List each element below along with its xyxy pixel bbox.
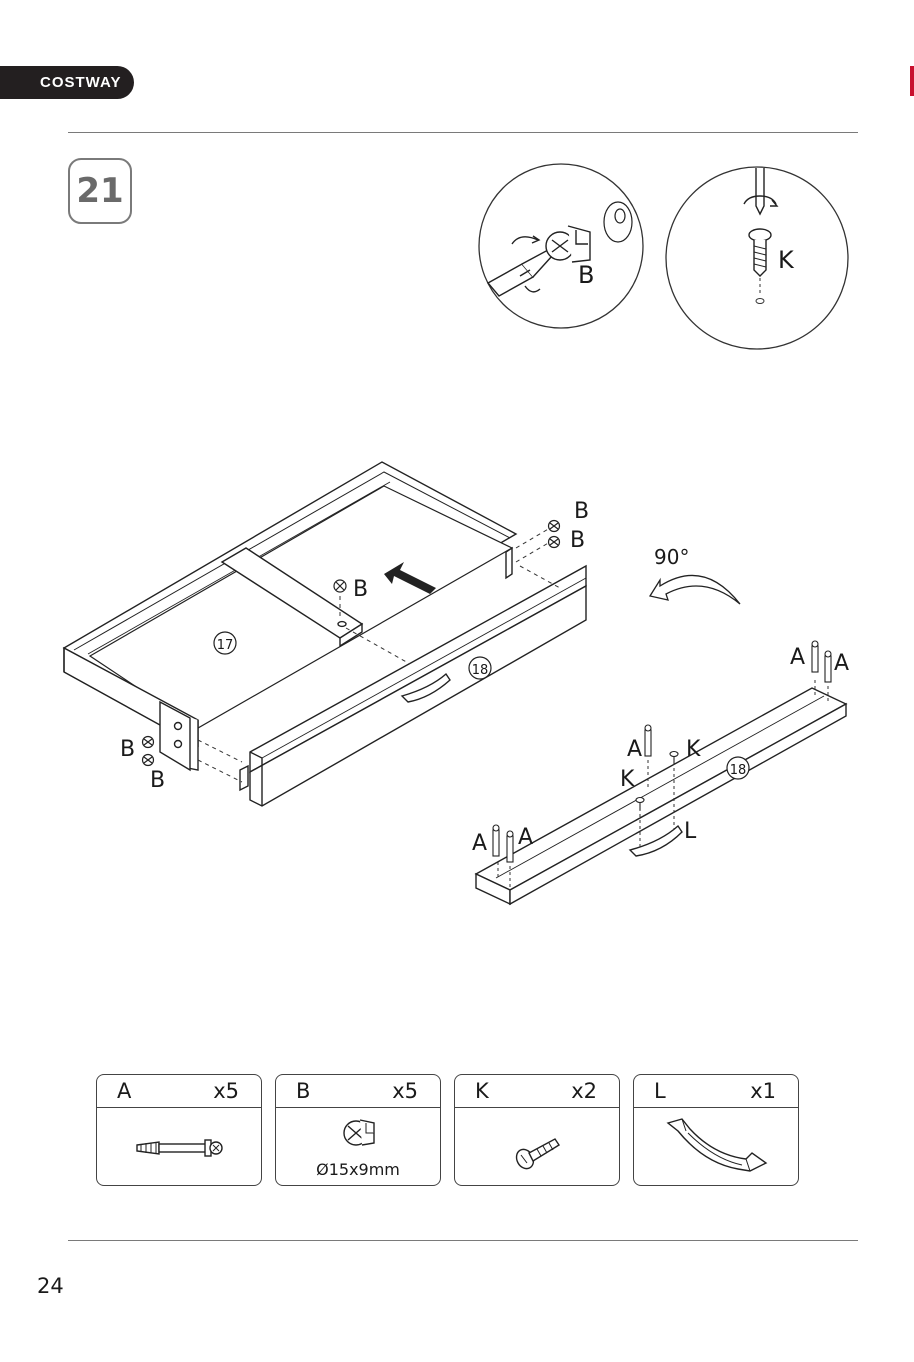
handle-icon xyxy=(634,1109,800,1185)
label-k-2: K xyxy=(686,737,701,762)
part-qty: x5 xyxy=(213,1079,239,1103)
label-a-1: A xyxy=(472,831,487,856)
part-header: K x2 xyxy=(455,1075,619,1108)
label-b-right-1: B xyxy=(574,499,589,524)
label-b-left-2: B xyxy=(150,768,165,793)
label-b-left-1: B xyxy=(120,737,135,762)
part-callout-18-lying: 18 xyxy=(727,757,749,779)
part-card-a: A x5 xyxy=(96,1074,262,1186)
parts-list: A x5 B x5 Ø15 xyxy=(96,1074,799,1186)
cam-bolt-icon xyxy=(97,1109,263,1185)
screw-icon xyxy=(455,1109,621,1185)
drawer-box-assembly xyxy=(64,462,586,806)
part-header: A x5 xyxy=(97,1075,261,1108)
front-panel-lying xyxy=(476,688,846,904)
part-header: L x1 xyxy=(634,1075,798,1108)
label-a-4: A xyxy=(790,645,805,670)
detail-label-k: K xyxy=(778,246,795,274)
cam-lock-icon xyxy=(276,1109,442,1159)
rotation-label: 90° xyxy=(654,545,689,569)
label-k-1: K xyxy=(620,767,635,792)
label-a-3: A xyxy=(627,737,642,762)
part-id: A xyxy=(117,1079,131,1103)
part-header: B x5 xyxy=(276,1075,440,1108)
part-id: L xyxy=(654,1079,666,1103)
part-card-l: L x1 xyxy=(633,1074,799,1186)
part-callout-18-front: 18 xyxy=(469,657,491,679)
rotate-arrow-icon xyxy=(650,575,740,604)
part-callout-17: 17 xyxy=(214,632,236,654)
svg-text:18: 18 xyxy=(472,663,489,678)
svg-text:18: 18 xyxy=(730,763,747,778)
part-qty: x1 xyxy=(750,1079,776,1103)
svg-text:17: 17 xyxy=(217,638,234,653)
part-qty: x2 xyxy=(571,1079,597,1103)
part-card-b: B x5 Ø15x9mm xyxy=(275,1074,441,1186)
panel-hole-icon xyxy=(604,202,632,242)
label-b-center: B xyxy=(353,577,368,602)
label-a-5: A xyxy=(834,651,849,676)
part-id: K xyxy=(475,1079,489,1103)
label-b-right-2: B xyxy=(570,528,585,553)
part-id: B xyxy=(296,1079,310,1103)
part-card-k: K x2 xyxy=(454,1074,620,1186)
label-a-2: A xyxy=(518,825,533,850)
part-note: Ø15x9mm xyxy=(276,1160,440,1179)
detail-screw: K xyxy=(666,167,848,349)
detail-cam-lock: B xyxy=(479,164,643,328)
detail-label-b: B xyxy=(578,261,594,289)
label-l: L xyxy=(684,819,697,844)
page-number: 24 xyxy=(37,1274,64,1298)
part-qty: x5 xyxy=(392,1079,418,1103)
